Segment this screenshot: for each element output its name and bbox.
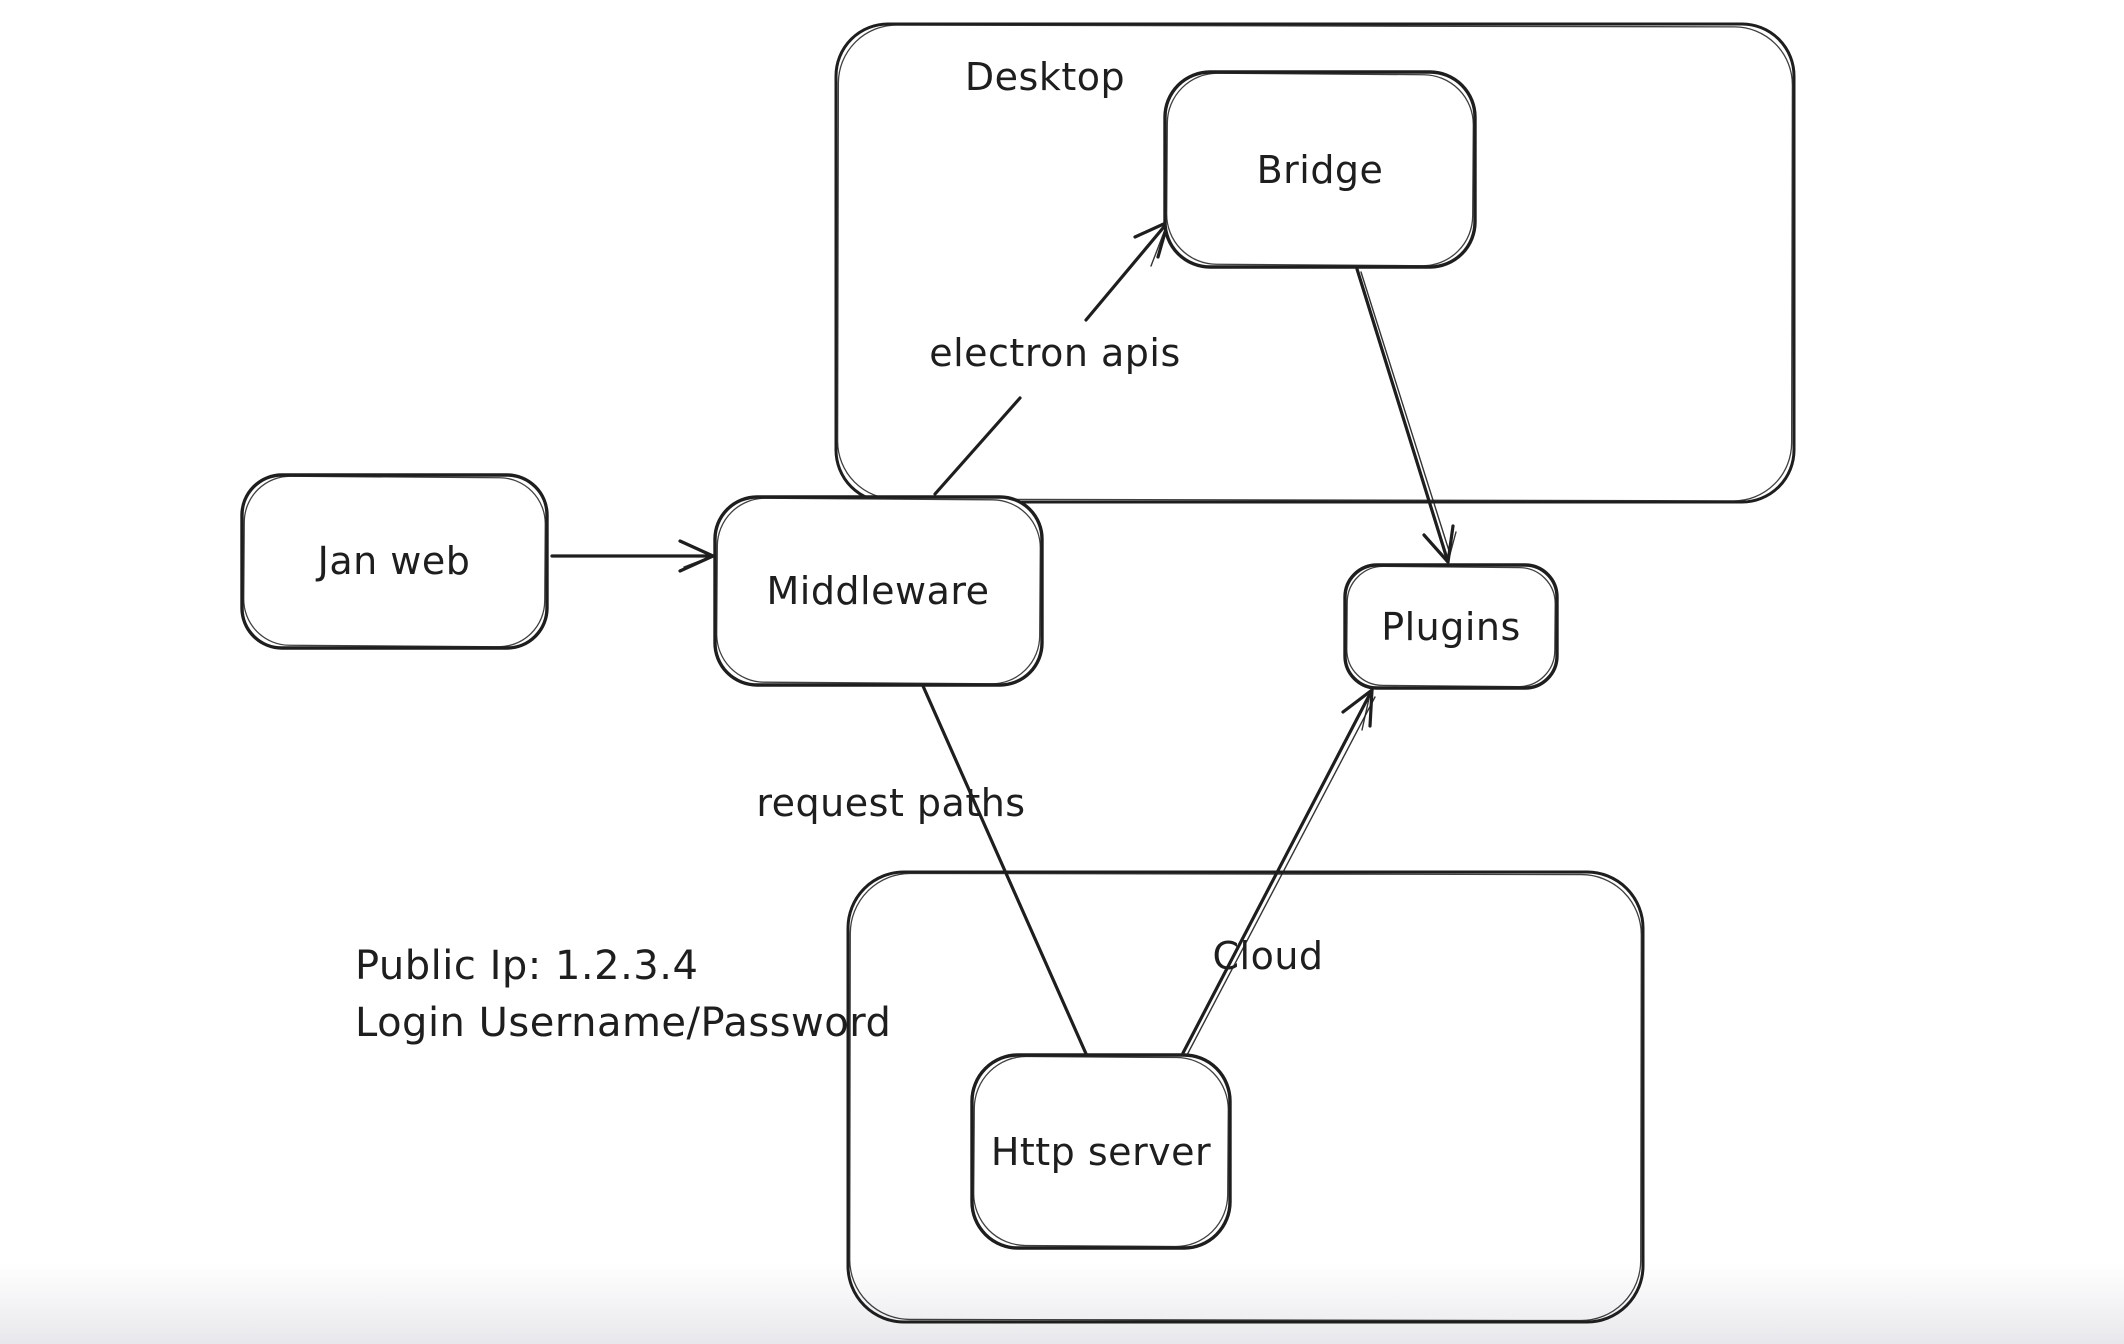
plugins-box-echo [1346, 565, 1556, 688]
http-server-box-echo [973, 1055, 1229, 1248]
cloud-container-echo [849, 872, 1642, 1322]
edge-httpserver-to-plugins[interactable] [1181, 688, 1376, 1056]
electron-apis-edge-label[interactable]: electron apis [929, 331, 1181, 375]
public-ip-line: Public Ip: 1.2.3.4 [355, 943, 699, 989]
desktop-container-box[interactable] [834, 22, 1796, 504]
plugins-box[interactable] [1343, 563, 1559, 690]
arrowhead-janweb-middleware-echo [683, 556, 711, 568]
edge-janweb-to-middleware[interactable] [550, 539, 715, 573]
http-server-label[interactable]: Http server [990, 1130, 1212, 1174]
http-server-box[interactable] [970, 1053, 1232, 1250]
arrowhead-bridge-plugins-echo [1448, 531, 1457, 559]
arrowhead-janweb-middleware [678, 539, 715, 573]
login-line: Login Username/Password [355, 1000, 892, 1046]
arrowhead-httpserver-plugins [1341, 688, 1374, 728]
arrowhead-httpserver-plugins-echo [1361, 693, 1371, 731]
plugins-label[interactable]: Plugins [1381, 605, 1521, 649]
request-paths-edge-label[interactable]: request paths [756, 781, 1026, 825]
middleware-label[interactable]: Middleware [766, 569, 990, 613]
jan-web-box[interactable] [240, 473, 549, 650]
middleware-box-echo [716, 497, 1041, 685]
arrowhead-bridge-plugins [1422, 524, 1455, 564]
cloud-container-box[interactable] [846, 870, 1645, 1324]
desktop-container-echo [836, 24, 1794, 502]
edge-bridge-to-plugins[interactable] [1355, 267, 1457, 564]
jan-web-box-echo [243, 475, 546, 648]
credentials-annotation[interactable]: Public Ip: 1.2.3.4 Login Username/Passwo… [355, 938, 891, 1052]
cloud-container-label[interactable]: Cloud [1212, 934, 1324, 978]
edge-middleware-to-httpserver[interactable] [921, 684, 1089, 1058]
jan-web-label[interactable]: Jan web [317, 539, 471, 583]
bridge-box-echo [1166, 72, 1474, 267]
middleware-box[interactable] [713, 495, 1044, 687]
arrowhead-middleware-bridge-echo [1150, 226, 1167, 267]
desktop-container-label[interactable]: Desktop [964, 55, 1126, 99]
bridge-label[interactable]: Bridge [1256, 148, 1384, 192]
bridge-box[interactable] [1163, 70, 1477, 269]
